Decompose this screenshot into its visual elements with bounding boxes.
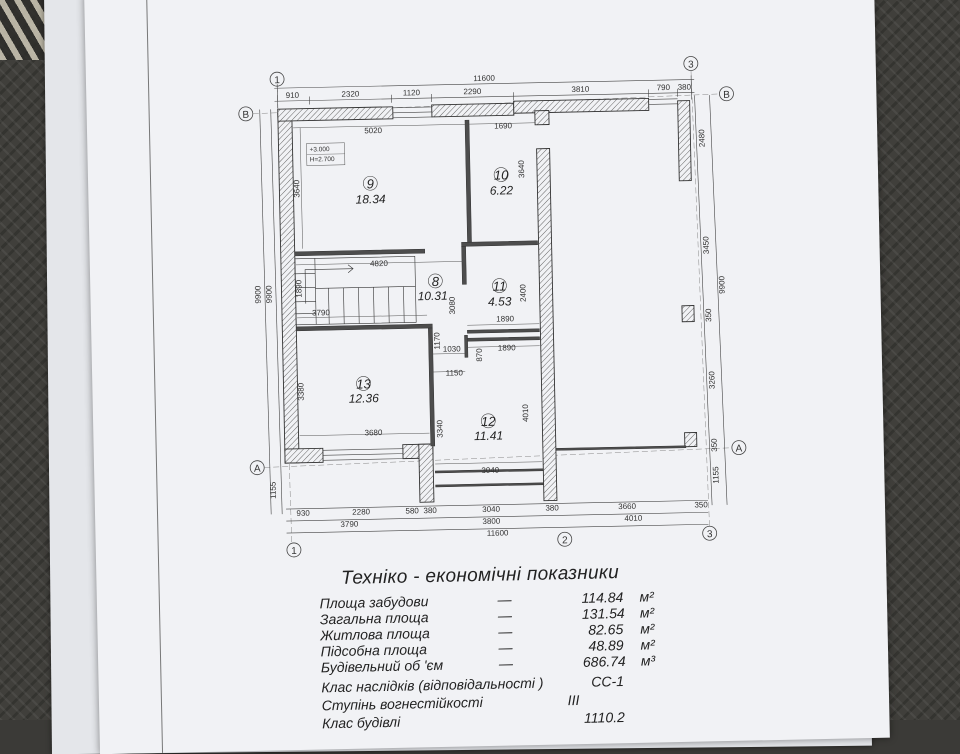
bottom-dim: 4010: [624, 514, 643, 523]
bottom-dim: 3040: [482, 505, 501, 514]
axis-3-bottom: 3: [707, 529, 713, 540]
top-dim: 910: [286, 91, 300, 100]
bottom-dim: 350: [694, 500, 708, 509]
room-number: 9: [367, 176, 375, 191]
right-dim: 350: [704, 308, 713, 322]
floor-plan: 1 3 В В A A 1 2 3: [0, 0, 960, 720]
bottom-dim: 380: [545, 503, 559, 512]
axis-b-right: В: [723, 90, 730, 101]
right-dim: 3450: [701, 236, 710, 255]
top-dim: 1120: [403, 88, 421, 97]
inner-dim: 1690: [494, 121, 513, 130]
inner-dim: 1890: [498, 343, 517, 352]
top-dim: 3810: [571, 85, 590, 94]
inner-dim: 1890: [294, 279, 303, 298]
right-dim: 1155: [711, 466, 720, 484]
room-8: 8 10.31: [417, 274, 448, 304]
inner-dim: 2400: [518, 284, 527, 303]
top-dim: 2320: [341, 89, 360, 98]
room-area: 4.53: [488, 294, 512, 308]
inner-dim: 3640: [292, 179, 301, 198]
axis-2-bottom: 2: [562, 535, 568, 546]
inner-dim: 1170: [432, 332, 441, 350]
inner-dim: 1030: [443, 344, 462, 353]
bottom-dim: 2280: [352, 507, 371, 516]
room-10: 10 6.22: [489, 167, 513, 197]
bottom-total-dim: 11600: [487, 528, 509, 537]
room-12: 12 11.41: [474, 414, 504, 444]
axis-a-left: A: [254, 464, 261, 475]
top-dim: 790: [657, 83, 671, 92]
bottom-dim: 580: [405, 506, 419, 515]
inner-dim: 3680: [365, 428, 384, 437]
bottom-dim: 3660: [618, 502, 637, 511]
inner-dim: 1890: [496, 314, 515, 323]
room-area: 18.34: [355, 192, 386, 207]
room-number: 13: [356, 376, 372, 391]
inner-dim: 1150: [446, 368, 464, 377]
right-total-dim: 9900: [717, 275, 726, 294]
top-total-dim: 11600: [473, 74, 495, 83]
inner-dim: 3790: [312, 308, 331, 317]
left-total-dim: 9900: [253, 285, 262, 304]
level-mark: +3.000 H=2.700: [306, 143, 344, 166]
room-area: 10.31: [417, 289, 447, 304]
bottom-dim: 3800: [482, 517, 501, 526]
room-number: 12: [481, 414, 497, 429]
inner-dim: 4010: [521, 404, 530, 423]
room-11: 11 4.53: [488, 278, 512, 308]
room-area: 12.36: [349, 391, 380, 406]
right-dim: 3260: [707, 371, 716, 390]
bottom-dim: 930: [296, 509, 310, 518]
inner-dim: 5020: [364, 126, 383, 135]
room-number: 10: [494, 167, 510, 182]
axis-a-right: A: [735, 444, 742, 455]
inner-dim: 3380: [296, 382, 305, 401]
inner-dim: 3340: [435, 419, 444, 438]
room-number: 8: [432, 274, 440, 289]
inner-dim: 3040: [481, 466, 500, 475]
room-area: 6.22: [490, 183, 514, 197]
room-13: 13 12.36: [348, 376, 379, 406]
left-dim: 1155: [268, 481, 277, 499]
inner-dim: 3640: [517, 160, 526, 179]
room-9: 9 18.34: [355, 176, 386, 207]
bottom-dim: 380: [423, 506, 437, 515]
axis-b-left: В: [242, 110, 249, 121]
inner-dim: 4820: [370, 259, 389, 268]
right-dim: 350: [710, 438, 719, 452]
inner-dim: 3080: [448, 296, 457, 315]
axis-1-bottom: 1: [291, 546, 297, 557]
room-area: 11.41: [474, 429, 503, 444]
axis-3-top: 3: [688, 59, 694, 70]
room-number: 11: [493, 278, 507, 293]
bottom-dim: 3790: [340, 520, 359, 529]
top-dim: 380: [678, 83, 692, 92]
inner-dim: 870: [475, 348, 484, 362]
left-total-dim-2: 9900: [264, 285, 273, 304]
level-elevation: +3.000: [309, 146, 330, 153]
right-dim: 2480: [697, 129, 706, 148]
top-dim: 2290: [463, 87, 482, 96]
level-height: H=2.700: [310, 156, 335, 164]
